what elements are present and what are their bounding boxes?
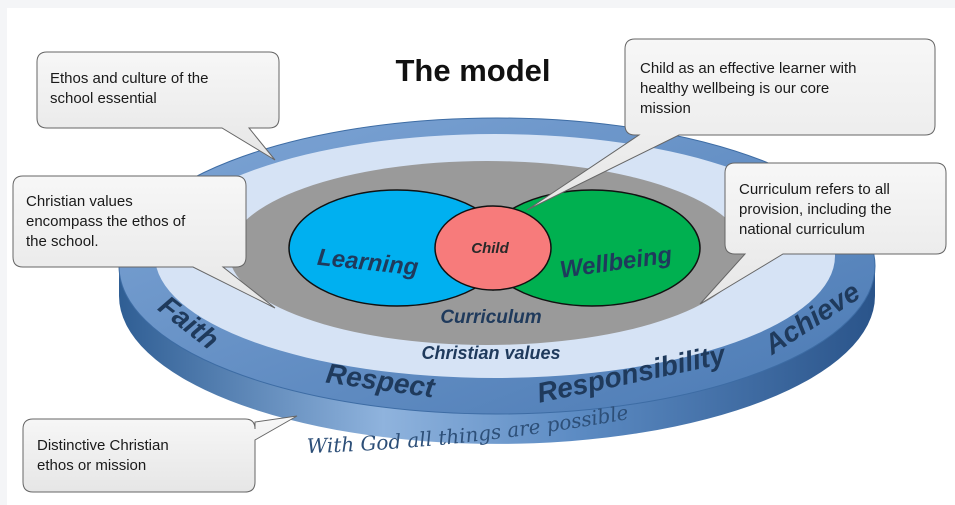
callout-child-line-3: mission <box>640 100 691 117</box>
christian-values-label: Christian values <box>421 343 560 363</box>
callout-distinctive-line-2: ethos or mission <box>37 457 146 474</box>
callout-curriculum-line-3: national curriculum <box>739 221 865 238</box>
callout-ethos-line-1: Ethos and culture of the <box>50 70 208 87</box>
callout-distinctive: Distinctive Christian ethos or mission <box>22 415 298 493</box>
callout-christian-values-line-1: Christian values <box>26 193 133 210</box>
venn <box>288 189 701 307</box>
callout-curriculum-line-1: Curriculum refers to all <box>739 181 890 198</box>
callout-christian-values: Christian values encompass the ethos of … <box>12 175 276 309</box>
model-diagram: Child Learning Wellbeing Curriculum Chri… <box>12 38 947 493</box>
callout-child: Child as an effective learner with healt… <box>526 38 936 211</box>
slide-canvas: Child Learning Wellbeing Curriculum Chri… <box>7 8 955 505</box>
callout-christian-values-line-2: encompass the ethos of <box>26 213 186 230</box>
callout-distinctive-line-1: Distinctive Christian <box>37 437 169 454</box>
callout-curriculum: Curriculum refers to all provision, incl… <box>699 162 947 305</box>
callout-child-line-2: healthy wellbeing is our core <box>640 80 829 97</box>
callout-child-line-1: Child as an effective learner with <box>640 60 857 77</box>
callout-curriculum-line-2: provision, including the <box>739 201 892 218</box>
page-title: The model <box>395 53 550 88</box>
child-label: Child <box>471 240 509 257</box>
callout-christian-values-line-3: the school. <box>26 233 99 250</box>
child-circle <box>434 205 552 291</box>
disc-side <box>119 266 875 444</box>
curriculum-label: Curriculum <box>440 307 541 328</box>
callout-ethos-line-2: school essential <box>50 90 157 107</box>
callout-ethos: Ethos and culture of the school essentia… <box>36 51 280 161</box>
